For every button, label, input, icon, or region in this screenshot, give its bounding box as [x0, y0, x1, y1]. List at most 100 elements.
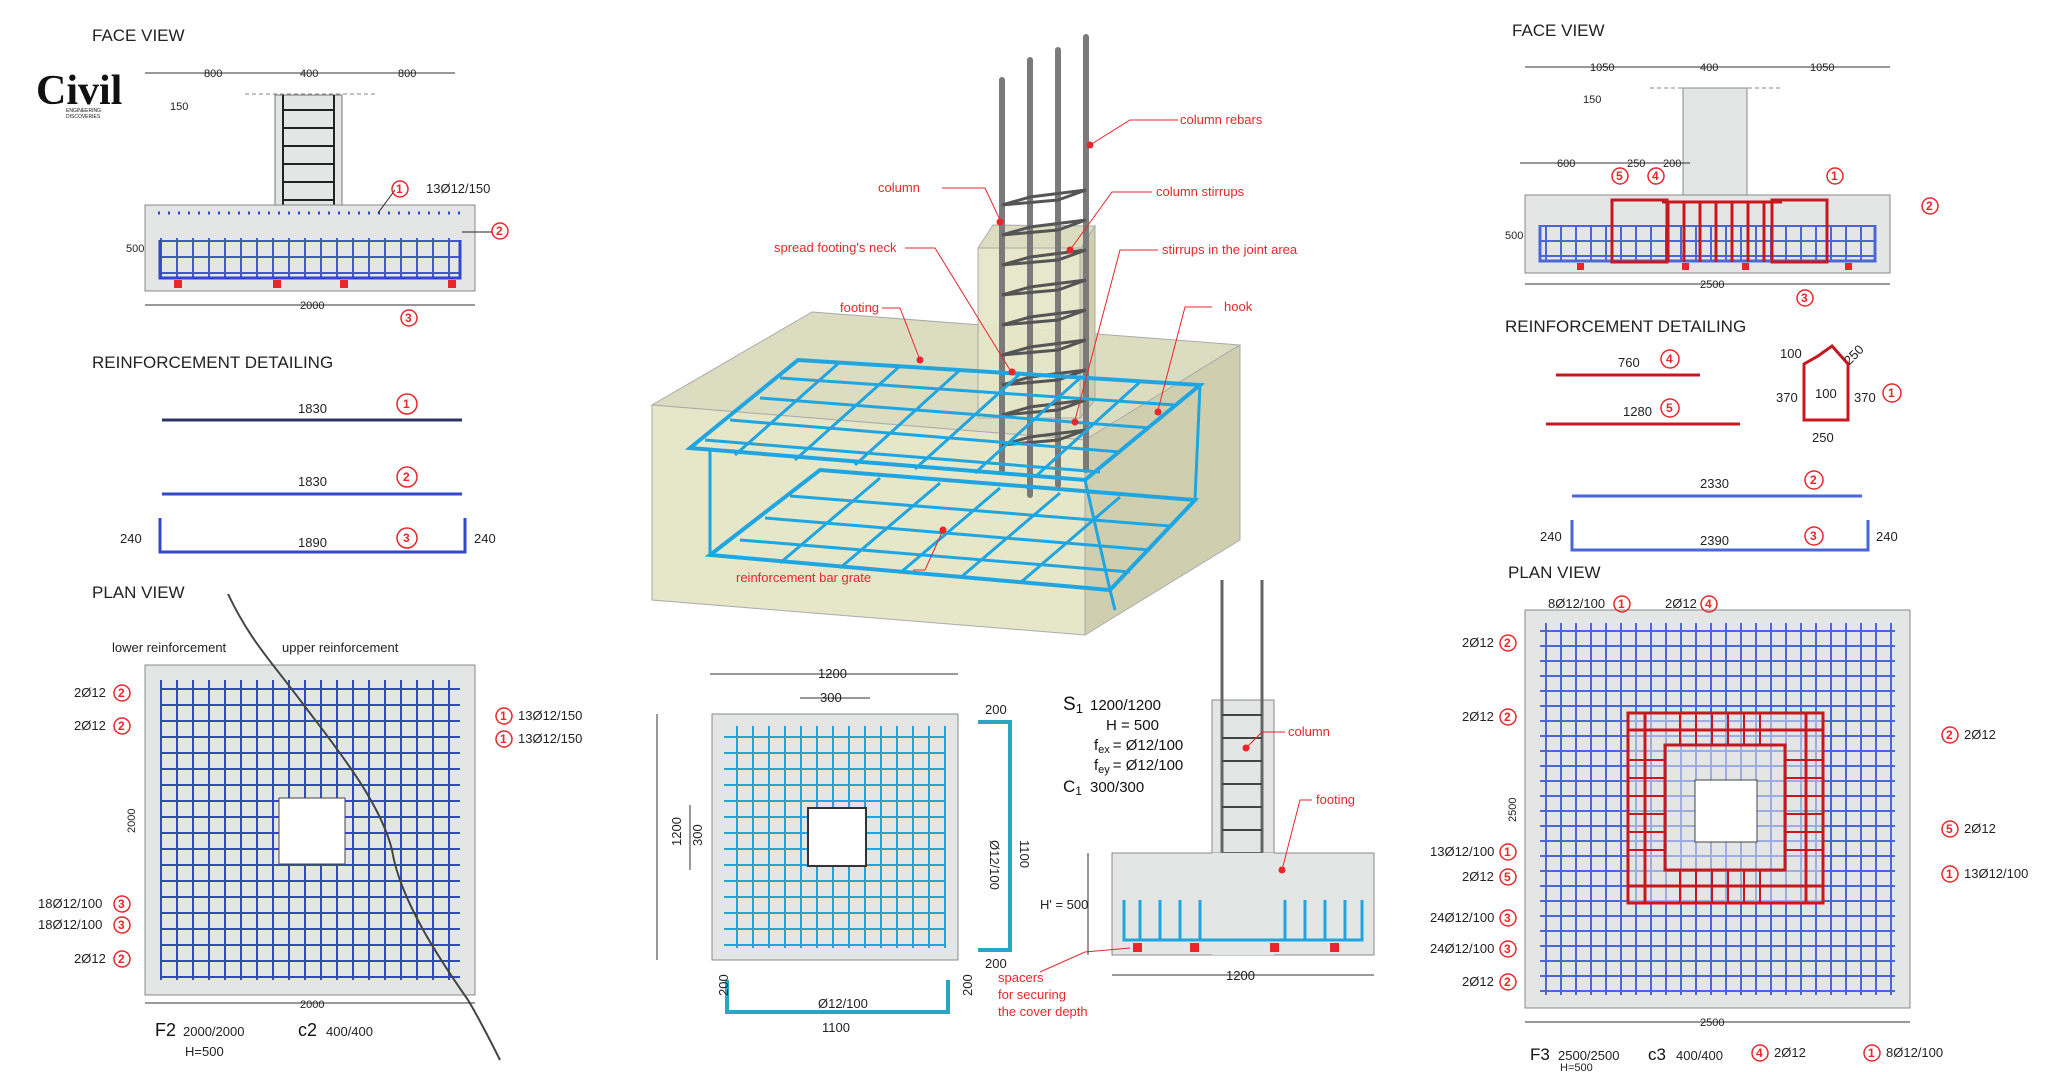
- svg-text:24Ø12/100: 24Ø12/100: [1430, 910, 1494, 925]
- right-stirrup-shape: [1802, 343, 1850, 422]
- svg-text:2: 2: [1926, 199, 1933, 213]
- mid-bar-h-left: 200: [716, 974, 731, 996]
- right-panel: FACE VIEW 1050 400 1050 150 600 250 200 …: [1430, 21, 2028, 1072]
- svg-text:18Ø12/100: 18Ø12/100: [38, 917, 102, 932]
- left-dim-top-2: 400: [300, 68, 318, 80]
- iso-column-stirrups: [1001, 188, 1087, 447]
- right-bar-3-leg-right: 240: [1876, 529, 1898, 544]
- svg-text:3: 3: [1810, 529, 1817, 543]
- mid-bar-h-right: 200: [960, 974, 975, 996]
- label-grate: reinforcement bar grate: [736, 570, 871, 585]
- left-plan-callouts-left: 2Ø12 2 2Ø12 2 18Ø12/100 3 18Ø12/100 3 2Ø…: [38, 684, 131, 968]
- right-dim-top-3: 1050: [1810, 62, 1834, 74]
- svg-text:4: 4: [1666, 352, 1673, 366]
- svg-text:4: 4: [1652, 169, 1659, 183]
- svg-text:5: 5: [1504, 870, 1511, 884]
- svg-text:4: 4: [1705, 597, 1712, 611]
- svg-text:13Ø12/150: 13Ø12/150: [518, 731, 582, 746]
- right-face-callouts: 5 4 1 2 3: [1611, 167, 1939, 307]
- right-bar-4-length: 760: [1618, 355, 1640, 370]
- left-plan-bottom-dim: 2000: [300, 999, 324, 1011]
- right-f-label: F3: [1530, 1045, 1550, 1064]
- right-stirrup-top: 100: [1780, 346, 1802, 361]
- left-plan-callouts-right: 1 13Ø12/150 1 13Ø12/150: [495, 707, 582, 748]
- svg-text:1: 1: [1868, 1046, 1875, 1060]
- left-bar-2-length: 1830: [298, 474, 327, 489]
- mid-bar-v-top: 200: [985, 702, 1007, 717]
- svg-text:24Ø12/100: 24Ø12/100: [1430, 941, 1494, 956]
- svg-text:3: 3: [1504, 942, 1511, 956]
- svg-text:2Ø12: 2Ø12: [74, 951, 106, 966]
- left-cover-dim: 150: [170, 101, 188, 113]
- svg-text:fey= Ø12/100: fey= Ø12/100: [1094, 757, 1183, 776]
- right-detailing-title: REINFORCEMENT DETAILING: [1505, 317, 1746, 336]
- right-plan-callouts-right: 2 2Ø12 5 2Ø12 1 13Ø12/100: [1941, 726, 2028, 883]
- right-plan-width-dim: 2500: [1700, 1017, 1724, 1029]
- svg-text:1: 1: [1888, 386, 1895, 400]
- svg-text:2Ø12: 2Ø12: [74, 685, 106, 700]
- left-height-dim: 500: [126, 243, 144, 255]
- label-joint-stirrups: stirrups in the joint area: [1162, 242, 1298, 257]
- right-c-dims: 400/400: [1676, 1048, 1723, 1063]
- left-upper-label: upper reinforcement: [282, 640, 399, 655]
- svg-text:1: 1: [1946, 867, 1953, 881]
- left-bar-3-leg-right: 240: [474, 531, 496, 546]
- svg-text:3: 3: [118, 918, 125, 932]
- svg-text:1: 1: [403, 397, 410, 411]
- right-dim-mid-2: 250: [1627, 158, 1645, 170]
- left-detailing-title: REINFORCEMENT DETAILING: [92, 353, 333, 372]
- left-plan-title: PLAN VIEW: [92, 583, 185, 602]
- right-bar-5-length: 1280: [1623, 404, 1652, 419]
- right-c-label: c3: [1648, 1045, 1666, 1064]
- svg-text:5: 5: [1616, 169, 1623, 183]
- svg-text:8Ø12/100: 8Ø12/100: [1886, 1045, 1943, 1060]
- svg-text:2Ø12: 2Ø12: [1462, 709, 1494, 724]
- right-height-dim: 500: [1505, 230, 1523, 242]
- right-plan-red-cage: [1626, 711, 1825, 905]
- section-width-dim: 1200: [1226, 968, 1255, 983]
- left-callout-1-label: 13Ø12/150: [426, 181, 490, 196]
- svg-text:13Ø12/150: 13Ø12/150: [518, 708, 582, 723]
- svg-text:3: 3: [405, 311, 412, 325]
- mid-bar-h-length: 1100: [822, 1020, 850, 1035]
- left-f-h: H=500: [185, 1044, 224, 1059]
- right-bar-3: [1570, 520, 1870, 552]
- right-bar-2-length: 2330: [1700, 476, 1729, 491]
- svg-text:2Ø12: 2Ø12: [1462, 869, 1494, 884]
- section-spacers-1: spacers: [998, 970, 1044, 985]
- label-column-rebars: column rebars: [1180, 112, 1263, 127]
- label-column: column: [878, 180, 920, 195]
- svg-text:1: 1: [500, 709, 507, 723]
- left-bar-1-length: 1830: [298, 401, 327, 416]
- section-spacers-3: the cover depth: [998, 1004, 1088, 1019]
- label-neck: spread footing's neck: [774, 240, 897, 255]
- left-column-stirrups: [282, 95, 335, 275]
- logo-sub2: DISCOVERIES: [66, 114, 101, 120]
- right-stirrup-diag: 250: [1841, 342, 1867, 368]
- left-dim-top-1: 800: [204, 68, 222, 80]
- mid-bar-v-bottom: 200: [985, 956, 1007, 971]
- mid-plan-column: [807, 807, 867, 867]
- label-hook: hook: [1224, 299, 1253, 314]
- left-plan-column-hole: [278, 797, 346, 865]
- left-lower-label: lower reinforcement: [112, 640, 227, 655]
- mid-plan-top-outer: 1200: [818, 666, 847, 681]
- middle-panel: column rebars column column stirrups spr…: [650, 34, 1375, 1035]
- svg-text:5: 5: [1666, 401, 1673, 415]
- left-bar-3: [158, 518, 467, 554]
- svg-text:2: 2: [1504, 710, 1511, 724]
- svg-text:2: 2: [403, 470, 410, 484]
- mid-plan-side-outer: 1200: [669, 817, 684, 846]
- right-plan-title: PLAN VIEW: [1508, 563, 1601, 582]
- svg-text:2: 2: [118, 686, 125, 700]
- mid-bar-horizontal: [725, 980, 950, 1014]
- svg-text:4: 4: [1756, 1046, 1763, 1060]
- mid-spec-block: S1 1200/1200 H = 500 fex= Ø12/100 fey= Ø…: [1063, 694, 1183, 798]
- right-stirrup-inner: 100: [1815, 386, 1837, 401]
- svg-text:2: 2: [1504, 975, 1511, 989]
- left-f-label: F2: [155, 1020, 176, 1040]
- svg-text:2: 2: [118, 719, 125, 733]
- section-spacers-2: for securing: [998, 987, 1066, 1002]
- right-face-title: FACE VIEW: [1512, 21, 1605, 40]
